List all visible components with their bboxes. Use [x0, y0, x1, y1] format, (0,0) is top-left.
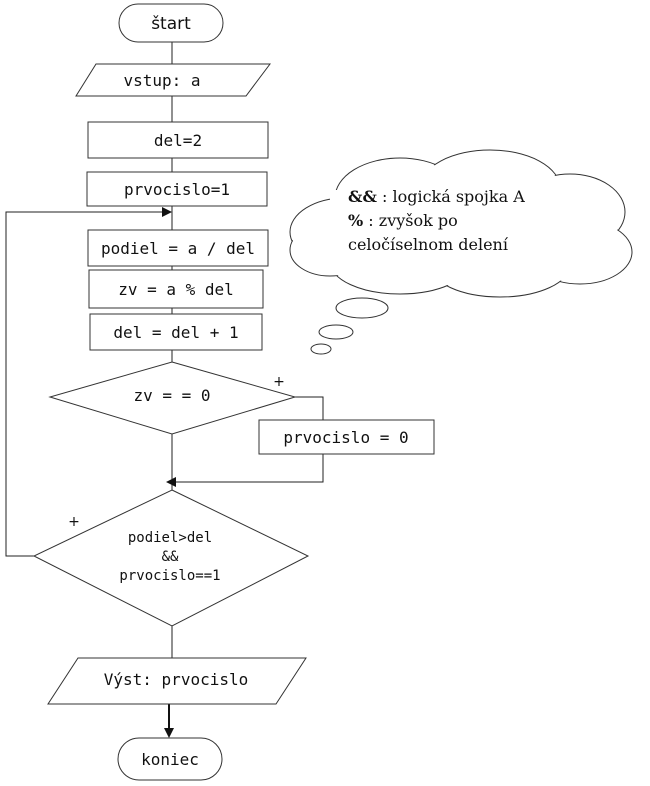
connectors: [5, 42, 324, 738]
process-podiel: podiel = a / del: [87, 229, 269, 267]
start-terminal: štart: [118, 3, 224, 43]
note-line1: && : logická spojka A: [348, 187, 525, 206]
end-terminal: koniec: [117, 737, 223, 781]
note-line3: celočíselnom delení: [348, 235, 509, 254]
note-line2: % : zvyšok po: [348, 211, 458, 230]
podiel-label: podiel = a / del: [101, 239, 255, 258]
process-del-init: del=2: [87, 121, 269, 159]
output-label: Výst: prvocislo: [104, 670, 249, 689]
prvocislo-zero-label: prvocislo = 0: [283, 428, 408, 447]
output-block: Výst: prvocislo: [47, 657, 307, 705]
note-line1-text: : logická spojka A: [377, 187, 525, 206]
decision-zv-label: zv = = 0: [133, 386, 210, 405]
process-prvocislo-zero: prvocislo = 0: [258, 419, 435, 455]
process-prvocislo-init: prvocislo=1: [86, 171, 268, 207]
prvocislo-init-label: prvocislo=1: [124, 180, 230, 199]
loop-condition-line3: prvocislo==1: [119, 568, 220, 584]
end-label: koniec: [141, 750, 199, 769]
start-label: štart: [151, 14, 191, 34]
input-label: vstup: a: [123, 71, 200, 90]
process-zv: zv = a % del: [88, 269, 264, 309]
note-cloud: && : logická spojka A % : zvyšok po celo…: [289, 149, 633, 355]
note-line2-text: : zvyšok po: [363, 211, 458, 230]
note-percent-symbol: %: [348, 211, 363, 230]
decision-zv-true-label: +: [273, 374, 285, 390]
del-init-label: del=2: [154, 131, 202, 150]
cloud-bubble-medium: [318, 324, 354, 340]
loop-condition-line2: &&: [162, 549, 179, 565]
del-increment-label: del = del + 1: [113, 323, 238, 342]
zv-label: zv = a % del: [118, 280, 234, 299]
process-del-increment: del = del + 1: [89, 313, 263, 351]
decision-zv: zv = = 0 +: [48, 361, 297, 435]
input-block: vstup: a: [75, 63, 271, 97]
cloud-bubble-large: [335, 297, 389, 319]
loop-condition-line1: podiel>del: [128, 530, 212, 546]
decision-loop: podiel>del && prvocislo==1 +: [32, 489, 310, 627]
note-and-symbol: &&: [348, 187, 377, 206]
decision-loop-true-label: +: [68, 514, 80, 530]
cloud-bubble-small: [310, 343, 332, 355]
